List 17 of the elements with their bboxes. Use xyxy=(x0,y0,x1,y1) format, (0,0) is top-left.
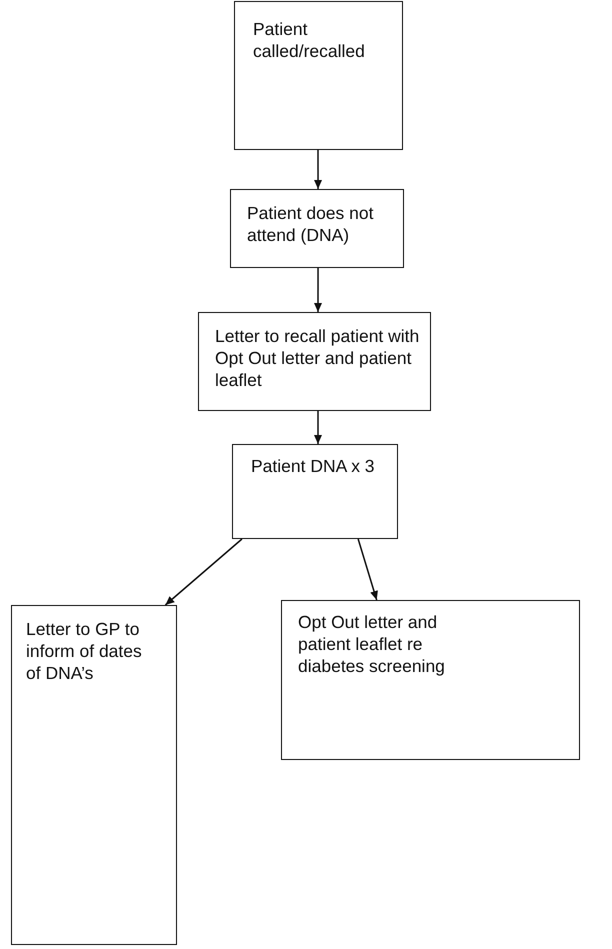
box-text: Letter to GP to inform of dates of DNA’s xyxy=(26,618,143,684)
process-box xyxy=(234,1,403,150)
arrow xyxy=(357,538,378,600)
process-box xyxy=(230,189,404,268)
arrow xyxy=(314,268,322,312)
box-text: Opt Out letter and patient leaflet re diabetes screening xyxy=(298,611,446,677)
box-text: Patient DNA x 3 xyxy=(251,455,376,477)
arrow xyxy=(314,150,322,189)
box-text: Patient called/recalled xyxy=(253,18,366,62)
box-text: Patient does not attend (DNA) xyxy=(247,202,374,246)
process-box xyxy=(11,605,177,945)
box-text: Letter to recall patient with Opt Out letter and patient leaflet xyxy=(215,325,420,391)
process-box xyxy=(198,312,431,411)
arrow xyxy=(164,538,242,606)
process-box xyxy=(281,600,580,760)
process-box xyxy=(232,444,398,539)
arrow xyxy=(314,411,322,444)
